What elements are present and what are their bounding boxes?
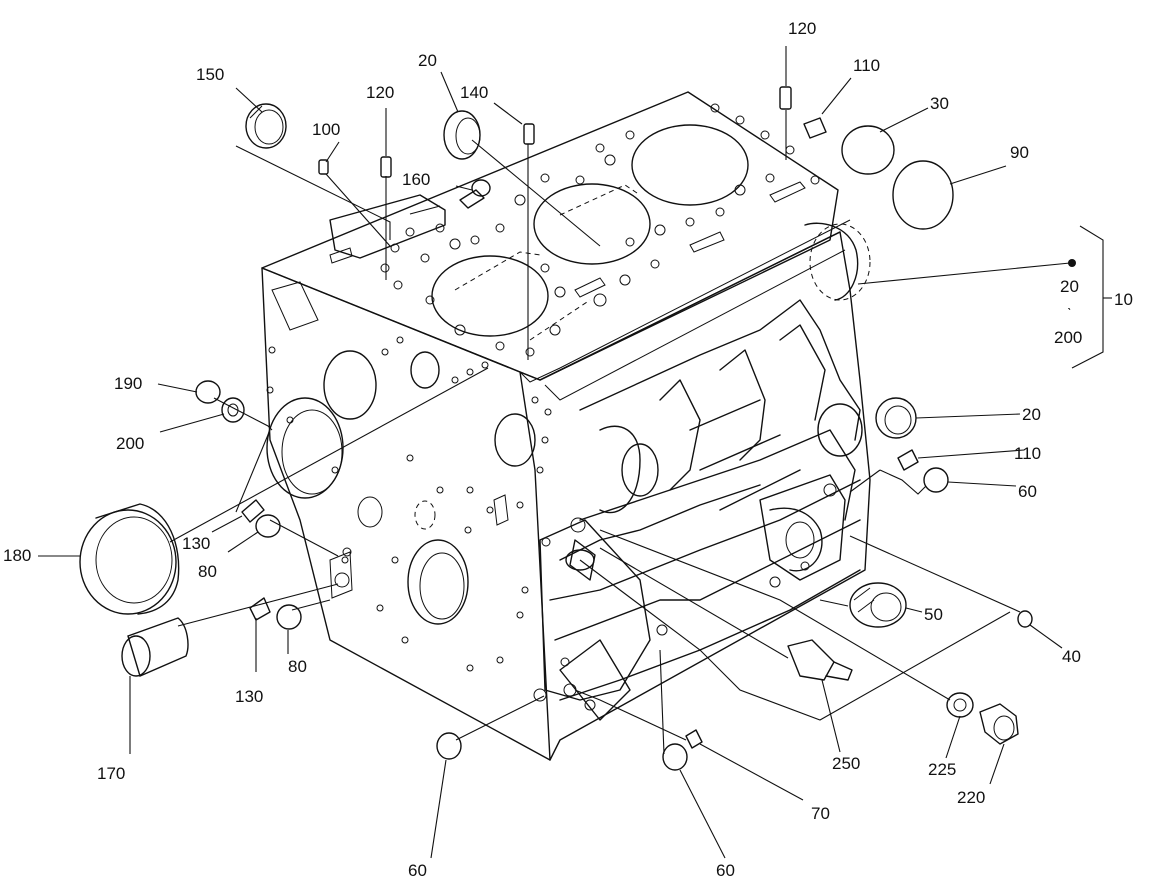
cylinder-bore-1: [431, 255, 549, 337]
front-bore-upper: [323, 350, 377, 420]
loose-parts: [79, 86, 1076, 771]
callout-200-left: 200: [116, 434, 144, 453]
callout-190: 190: [114, 374, 142, 393]
callout-225: 225: [928, 760, 956, 779]
front-face: [261, 267, 551, 761]
front-face-holes: [266, 336, 552, 672]
plug-40: [1017, 610, 1033, 628]
plug-80-upper: [255, 514, 281, 538]
callout-60-bottom-mid: 60: [716, 861, 735, 880]
callout-60-right: 60: [1018, 482, 1037, 501]
cylinder-bore-2: [533, 183, 651, 265]
front-bore-lower: [407, 539, 469, 625]
callout-60-bottom-left: 60: [408, 861, 427, 880]
plug-60-bottom-left: [436, 732, 462, 760]
expansion-plug-20-top: [443, 110, 481, 160]
side-face: [539, 231, 871, 761]
callout-80-upper: 80: [198, 562, 217, 581]
callout-tilde-mark: ˋ: [1067, 305, 1072, 321]
plug-60-right: [923, 467, 949, 493]
washer-225: [946, 692, 974, 718]
callout-50: 50: [924, 605, 943, 624]
ring-50: [849, 582, 907, 628]
callout-30: 30: [930, 94, 949, 113]
front-bore-left: [266, 397, 344, 499]
callout-100: 100: [312, 120, 340, 139]
callout-10: 10: [1114, 290, 1133, 309]
plug-70: [685, 729, 703, 749]
plug-60-bottom-mid: [662, 743, 688, 771]
callout-250: 250: [832, 754, 860, 773]
engine-block: [261, 91, 871, 761]
callout-70: 70: [811, 804, 830, 823]
callout-20-top: 20: [418, 51, 437, 70]
dowel-pins: [318, 86, 919, 471]
callout-40: 40: [1062, 647, 1081, 666]
fitting-160: [459, 179, 491, 209]
callout-220: 220: [957, 788, 985, 807]
cover-170: [121, 617, 189, 677]
oil-seal-180: [79, 503, 180, 615]
pin-130-upper: [241, 499, 265, 523]
callout-120-left: 120: [366, 83, 394, 102]
callout-90: 90: [1010, 143, 1029, 162]
callout-130-upper: 130: [182, 534, 210, 553]
callout-labels: 150 100 120 20 140 160 120 110 30 90 20 …: [3, 19, 1133, 880]
callout-20-group: 20: [1060, 277, 1079, 296]
callout-80-lower: 80: [288, 657, 307, 676]
oil-pressure-switch-250: [787, 639, 853, 681]
top-deck: [261, 91, 839, 381]
callout-180: 180: [3, 546, 31, 565]
callout-120-right: 120: [788, 19, 816, 38]
cylinder-bore-3: [631, 124, 749, 206]
plug-80-lower: [276, 604, 302, 630]
callout-130-lower: 130: [235, 687, 263, 706]
callout-20-right: 20: [1022, 405, 1041, 424]
cap-plug-150: [245, 103, 287, 149]
callout-110-top: 110: [853, 56, 880, 75]
plug-90: [892, 160, 954, 230]
pin-130-lower: [249, 597, 271, 621]
deck-holes: [380, 103, 820, 357]
plug-30: [841, 125, 895, 175]
expansion-plug-20-right: [875, 397, 917, 439]
callout-200-group: 200: [1054, 328, 1082, 347]
drain-plug-220: [979, 703, 1019, 745]
callout-160: 160: [402, 170, 430, 189]
assembly-dot-10: [1068, 259, 1076, 267]
front-bore-small: [410, 351, 440, 389]
callout-170: 170: [97, 764, 125, 783]
callout-140: 140: [460, 83, 488, 102]
leader-lines: [38, 46, 1112, 859]
callout-150: 150: [196, 65, 224, 84]
callout-110-right: 110: [1014, 444, 1041, 463]
